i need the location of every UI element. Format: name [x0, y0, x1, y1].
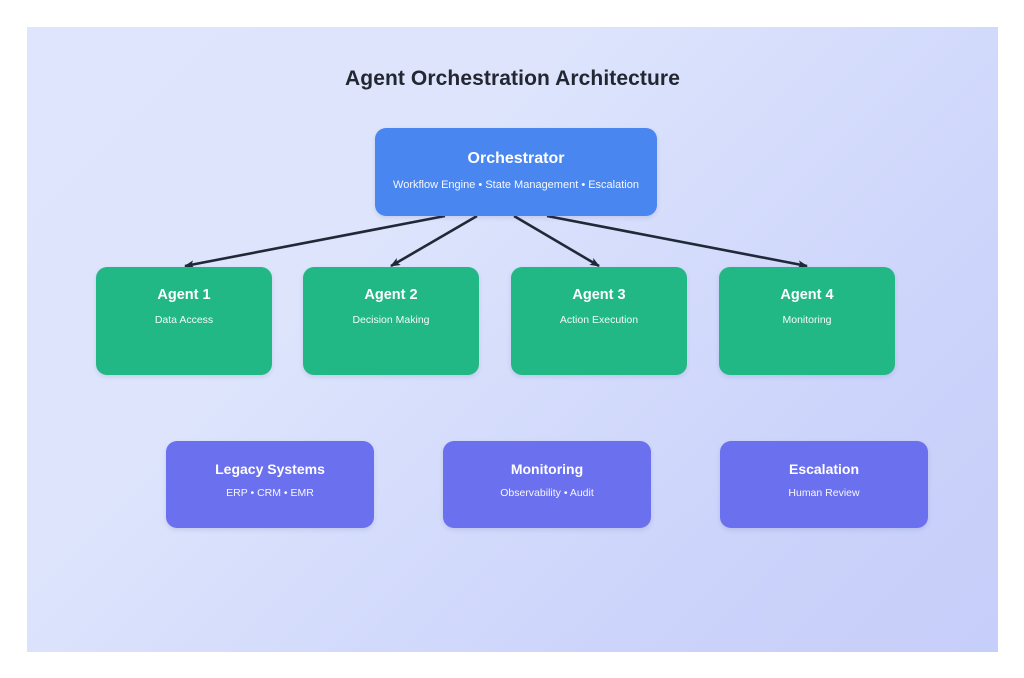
- node-agent-3-title: Agent 3: [572, 287, 626, 303]
- node-escalation-title: Escalation: [788, 461, 860, 477]
- node-escalation-subtitle: Human Review: [788, 487, 860, 500]
- arrow-orchestrator-agent-2: [390, 214, 478, 268]
- node-agent-4-subtitle: Monitoring: [782, 313, 832, 326]
- arrow-orchestrator-agent-1: [184, 214, 446, 269]
- page-title: Agent Orchestration Architecture: [345, 67, 680, 90]
- node-monitoring-subtitle: Observability • Audit: [500, 487, 594, 500]
- node-monitoring[interactable]: Monitoring Observability • Audit: [443, 441, 651, 528]
- node-agent-1-subtitle: Data Access: [154, 313, 214, 326]
- arrow-orchestrator-agent-3: [513, 214, 600, 268]
- diagram-panel: Agent Orchestration Architecture Orchest…: [27, 27, 998, 652]
- node-orchestrator-subtitle: Workflow Engine • State Management • Esc…: [393, 178, 639, 191]
- node-agent-3-subtitle: Action Execution: [559, 313, 639, 326]
- node-agent-2-title: Agent 2: [364, 287, 418, 303]
- node-orchestrator-title: Orchestrator: [467, 150, 565, 167]
- node-escalation[interactable]: Escalation Human Review: [720, 441, 928, 528]
- node-monitoring-title: Monitoring: [510, 461, 584, 477]
- node-agent-1-title: Agent 1: [157, 287, 211, 303]
- node-agent-2[interactable]: Agent 2 Decision Making: [303, 267, 479, 375]
- node-agent-1[interactable]: Agent 1 Data Access: [96, 267, 272, 375]
- arrow-orchestrator-agent-4: [546, 214, 808, 269]
- node-agent-2-subtitle: Decision Making: [352, 313, 430, 326]
- node-legacy-systems[interactable]: Legacy Systems ERP • CRM • EMR: [166, 441, 374, 528]
- node-agent-4-title: Agent 4: [780, 287, 834, 303]
- node-agent-3[interactable]: Agent 3 Action Execution: [511, 267, 687, 375]
- node-legacy-systems-title: Legacy Systems: [215, 461, 325, 477]
- node-legacy-systems-subtitle: ERP • CRM • EMR: [226, 487, 314, 500]
- node-agent-4[interactable]: Agent 4 Monitoring: [719, 267, 895, 375]
- node-orchestrator[interactable]: Orchestrator Workflow Engine • State Man…: [375, 128, 657, 216]
